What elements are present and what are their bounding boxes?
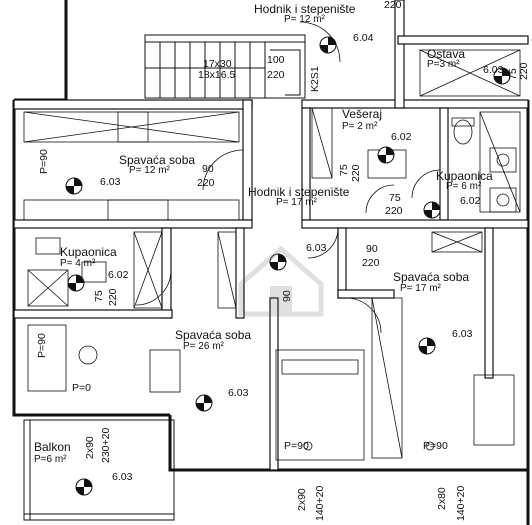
room-area-hall-top: P= 12 m²	[284, 14, 325, 25]
parapet-height: P=90	[284, 440, 309, 452]
watermark-logo-icon	[238, 245, 324, 317]
parapet-height: P=90	[36, 333, 48, 358]
door-dim: 100	[267, 54, 285, 66]
window-dim: 2x90	[84, 436, 96, 459]
level-value: 6.03	[452, 328, 473, 340]
door-dim: 90	[281, 290, 293, 302]
level-value: 6.03	[306, 242, 327, 254]
wall-block	[13, 309, 173, 319]
level-value: 6.02	[391, 131, 412, 143]
window-dim: 140+20	[314, 485, 326, 521]
window-dim: 2x80	[436, 487, 448, 510]
room-area-bedroom-big: P= 26 m²	[183, 341, 224, 352]
door-dim: 220	[267, 69, 285, 81]
level-value: 6.03	[483, 64, 504, 76]
wall-block	[13, 219, 253, 229]
level-markers	[65, 36, 511, 496]
door-dim: 75	[338, 164, 350, 176]
door-dim: 75	[389, 192, 401, 204]
wall-block	[337, 227, 347, 299]
wall-block	[301, 219, 529, 229]
door-dim: 220	[362, 257, 380, 269]
window-dim: 230+20	[100, 427, 112, 463]
door-dim: 220	[385, 205, 403, 217]
room-name-bedroom-right: Spavaća soba	[393, 270, 470, 284]
level-value: 6.03	[228, 387, 249, 399]
wall-block	[397, 35, 529, 45]
wall-block	[337, 289, 395, 299]
window-dim: 140+20	[455, 485, 467, 521]
room-area-balcony: P=6 m²	[34, 454, 67, 465]
parapet-height: P=90	[38, 149, 50, 174]
stair-dim: 18x16.5	[198, 69, 236, 81]
wall-block	[161, 227, 172, 319]
door-dim: 220	[107, 288, 119, 306]
door-swings	[135, 21, 441, 334]
room-name-storage: Ostava	[427, 47, 466, 61]
door-dim: 75	[93, 290, 105, 302]
level-value: 6.04	[353, 32, 374, 44]
staircase	[144, 34, 306, 99]
room-area-bath-right: P= 6 m²	[446, 181, 482, 192]
door-dim: 75	[507, 68, 519, 80]
room-name-bath-right: Kupaonica	[436, 169, 493, 183]
outer-wall-top-left	[14, 0, 68, 102]
stair-dim: 17x30	[203, 58, 232, 70]
wall-block	[13, 99, 253, 110]
room-name-hall-top: Hodnik i stepenište	[254, 2, 356, 16]
outer-wall-left	[12, 100, 170, 417]
level-value: 6.03	[112, 471, 133, 483]
window-dim: 2x90	[296, 488, 308, 511]
level-value: 6.03	[100, 176, 121, 188]
room-area-hall-mid: P= 17 m²	[276, 197, 317, 208]
door-dim: 90	[202, 163, 214, 175]
balcony-outline	[23, 419, 175, 521]
level-value: 6.02	[460, 195, 481, 207]
outlet-markers	[303, 441, 435, 451]
level-value: 6.02	[108, 269, 129, 281]
room-name-bath-left: Kupaonica	[60, 245, 117, 259]
door-code: K2S1	[309, 66, 321, 92]
wall-block	[484, 227, 494, 379]
room-name-bedroom-left: Spavaća soba	[119, 153, 196, 167]
wall-block	[269, 297, 279, 471]
door-dim: 90	[366, 243, 378, 255]
door-dim: 220	[384, 0, 402, 11]
wall-block	[242, 99, 253, 221]
parapet-height: P=90	[423, 440, 448, 452]
room-area-bath-left: P= 4 m²	[60, 258, 96, 269]
room-name-bedroom-big: Spavaća soba	[175, 328, 252, 342]
wall-block	[439, 107, 449, 221]
door-dim: 220	[350, 164, 362, 182]
door-dim: 220	[197, 177, 215, 189]
room-name-hall-mid: Hodnik i stepenište	[248, 185, 350, 199]
outer-wall-bottom	[168, 415, 528, 472]
door-dim: 220	[518, 62, 530, 80]
wall-block	[301, 99, 529, 109]
wall-block	[394, 0, 405, 109]
room-area-laundry: P= 2 m²	[342, 121, 378, 132]
room-area-storage: P=3 m²	[427, 59, 460, 70]
room-area-bedroom-left: P= 12 m²	[129, 165, 170, 176]
parapet-height: P=0	[72, 382, 91, 394]
room-name-laundry: Vešeraj	[342, 107, 383, 121]
room-name-balcony: Balkon	[34, 440, 71, 454]
room-area-bedroom-right: P= 17 m²	[400, 283, 441, 294]
